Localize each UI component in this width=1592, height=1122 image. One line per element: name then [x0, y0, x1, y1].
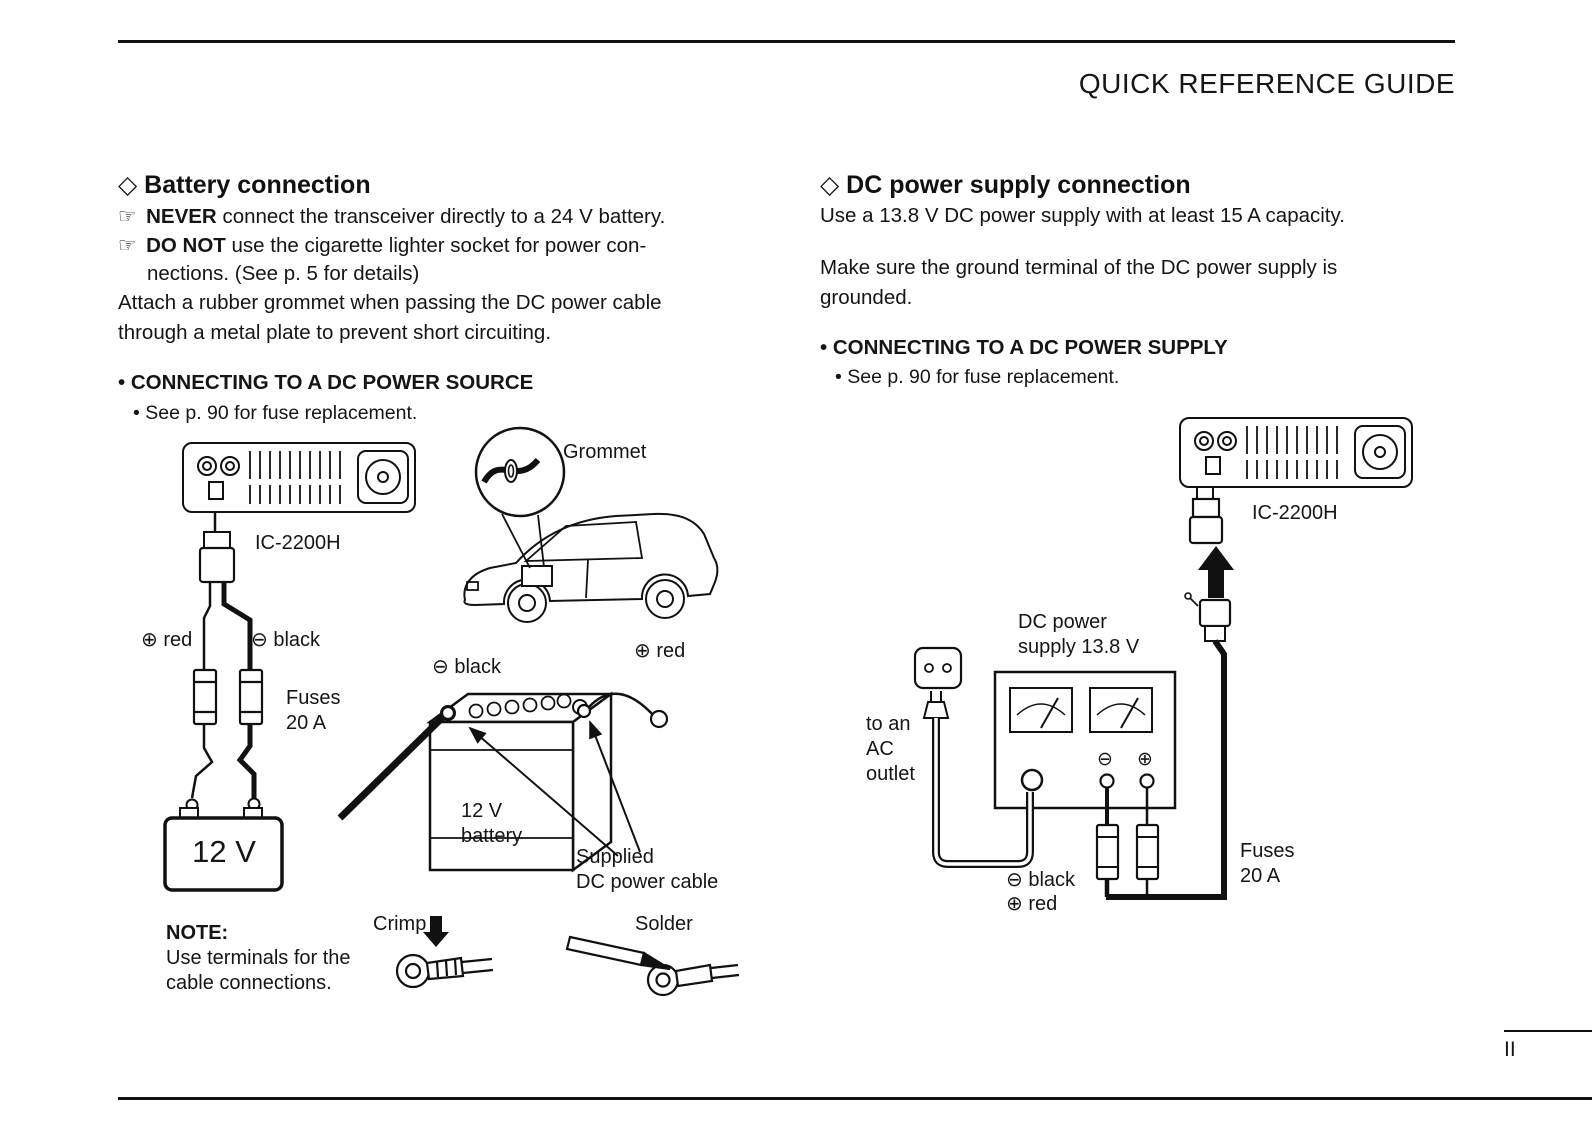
ac-outlet-line3: outlet [866, 763, 915, 785]
terminal-minus-symbol: ⊖ [1097, 749, 1113, 770]
dc-cable [1106, 639, 1227, 900]
battery-warning-2-cont: nections. (See p. 5 for details) [147, 262, 420, 285]
terminal-plus-symbol: ⊕ [1137, 749, 1153, 770]
fuses-label-line2: 20 A [1240, 865, 1281, 887]
battery-minus-label: ⊖ black [432, 656, 502, 678]
minus-black-label: ⊖ black [251, 629, 321, 651]
supply-label-line2: supply 13.8 V [1018, 636, 1140, 658]
supplied-cable-label: Supplied DC power cable [576, 845, 718, 895]
car-battery-label-line2: battery [461, 825, 523, 847]
cable-side-connector [1184, 592, 1232, 642]
warning-text: use the cigarette lighter socket for pow… [231, 234, 647, 257]
note-line1: Use terminals for the [166, 947, 351, 969]
battery-plus-label: ⊕ red [634, 640, 686, 662]
supply-label: DC power supply 13.8 V [1018, 610, 1139, 660]
supplied-cable-line1: Supplied [576, 846, 654, 868]
battery-bullet-heading: • CONNECTING TO A DC POWER SOURCE [118, 371, 534, 394]
up-arrow-icon [1198, 546, 1234, 598]
fuses-label-line2: 20 A [286, 712, 327, 734]
transceiver-front-panel [1179, 417, 1413, 488]
meter [1009, 687, 1073, 733]
ac-outlet-line2: AC [866, 738, 894, 760]
dc-paragraph-line1: Make sure the ground terminal of the DC … [820, 256, 1338, 279]
crimp-label: Crimp [373, 913, 427, 935]
solder-label: Solder [635, 913, 693, 935]
warning-keyword: NEVER [146, 205, 217, 228]
fuse-holder [238, 668, 264, 726]
minus-black-label: ⊖ black [1006, 869, 1076, 891]
battery-cables [337, 692, 669, 857]
warning-text: connect the transceiver directly to a 24… [222, 205, 666, 228]
fuses-label: Fuses 20 A [1240, 839, 1294, 889]
note-line2: cable connections. [166, 972, 332, 994]
radio-model-label: IC-2200H [1252, 502, 1338, 524]
top-rule [118, 40, 1455, 43]
battery-warning-1: ☞ NEVER connect the transceiver directly… [118, 204, 665, 229]
car-illustration [463, 512, 719, 623]
note-block: NOTE: Use terminals for the cable connec… [166, 921, 351, 996]
ac-outlet-line1: to an [866, 713, 911, 735]
battery-sub-bullet: • See p. 90 for fuse replacement. [133, 402, 418, 424]
ac-outlet-label: to an AC outlet [866, 712, 915, 787]
dc-intro: Use a 13.8 V DC power supply with at lea… [820, 204, 1345, 227]
fuses-label-line1: Fuses [286, 687, 341, 709]
car-battery-label-line1: 12 V [461, 800, 503, 822]
fuse-holder [192, 668, 218, 726]
dc-power-supply-box [993, 670, 1177, 810]
fuses-label: Fuses 20 A [286, 686, 340, 736]
solder-terminal-illustration [565, 935, 740, 997]
warning-keyword: DO NOT [146, 234, 226, 257]
dc-paragraph-line2: grounded. [820, 286, 913, 309]
dc-bullet-heading: • CONNECTING TO A DC POWER SUPPLY [820, 336, 1228, 359]
battery-warning-2: ☞ DO NOT use the cigarette lighter socke… [118, 233, 646, 258]
battery-paragraph-line2: through a metal plate to prevent short c… [118, 321, 552, 344]
ac-outlet [913, 646, 963, 719]
crimp-terminal-illustration [395, 916, 494, 989]
battery-section-heading: ◇ Battery connection [118, 171, 371, 199]
dc-section-heading: ◇ DC power supply connection [820, 171, 1191, 199]
power-cord [932, 718, 1034, 868]
bottom-rule [118, 1097, 1592, 1100]
grommet-callout [474, 426, 566, 569]
connector-plug [1188, 486, 1224, 545]
plus-red-label: ⊕ red [141, 629, 193, 651]
page-number: II [1504, 1038, 1516, 1061]
radio-model-label: IC-2200H [255, 532, 341, 554]
dc-supply-connection-diagram [913, 417, 1413, 900]
supplied-cable-line2: DC power cable [576, 871, 719, 893]
transceiver-front-panel [182, 442, 416, 513]
fuse-holders [1095, 788, 1160, 897]
pagenumber-rule [1504, 1030, 1592, 1032]
down-arrow-icon [423, 916, 449, 947]
pointing-hand-icon: ☞ [118, 205, 137, 228]
grommet-label: Grommet [563, 441, 647, 463]
supply-label-line1: DC power [1018, 611, 1107, 633]
twelve-volt-label: 12 V [192, 834, 256, 869]
pointing-hand-icon: ☞ [118, 234, 137, 257]
meter [1089, 687, 1153, 733]
page-title: QUICK REFERENCE GUIDE [1078, 68, 1455, 99]
dc-sub-bullet: • See p. 90 for fuse replacement. [835, 366, 1120, 388]
battery-12v-box [163, 807, 284, 892]
note-title: NOTE: [166, 922, 229, 944]
dc-power-cable-and-fuses [185, 512, 264, 812]
battery-connection-diagram [163, 426, 740, 997]
fuses-label-line1: Fuses [1240, 840, 1295, 862]
battery-paragraph-line1: Attach a rubber grommet when passing the… [118, 291, 662, 314]
car-battery-label: 12 V battery [461, 799, 522, 849]
plus-red-label: ⊕ red [1006, 893, 1058, 915]
